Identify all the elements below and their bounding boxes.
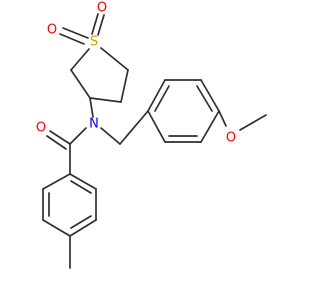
bond-ar3-ar4	[200, 79, 220, 112]
molecule-structure: S O O N O O	[36, 1, 267, 269]
bond-co-a	[49, 130, 71, 145]
bond-ar4-ar5	[200, 110, 220, 143]
atom-o4-label: O	[226, 131, 236, 146]
bond-co-b	[46, 135, 67, 150]
bond-tol1-tol2	[69, 173, 97, 190]
bond-s1-o1-b	[62, 27, 89, 39]
bond-tol1-tol2-inner	[70, 180, 92, 194]
atom-o3-label: O	[36, 121, 46, 136]
atom-s1-label: S	[90, 35, 98, 50]
bond-ar3-ar4-inner	[196, 85, 213, 112]
bond-s1-c2	[100, 47, 129, 71]
bond-c2-c3	[120, 69, 129, 103]
bond-n1-ch2	[100, 127, 121, 145]
bond-s1-o1-a	[59, 33, 85, 45]
bond-ar1-ar2-inner	[154, 85, 170, 112]
bond-c3-c4	[89, 97, 122, 103]
atom-o2-label: O	[97, 1, 107, 16]
atom-n1-label: N	[89, 117, 99, 132]
bond-c5-s1	[70, 48, 90, 71]
atom-o1-label: O	[47, 23, 57, 38]
bond-tol6-tol1	[42, 173, 71, 190]
bond-n1-cco	[69, 127, 87, 145]
bond-ar1-ar2	[147, 79, 166, 112]
bond-o4-me	[239, 114, 267, 131]
bond-ar4-o4	[218, 110, 227, 127]
bond-c4-c5	[70, 69, 91, 99]
bond-s1-o2-a	[97, 14, 105, 36]
bond-tol4-tol5	[42, 219, 71, 237]
bond-ar6-ar1	[147, 110, 166, 143]
bond-c4-n1	[89, 97, 94, 118]
bond-ch2-ar1	[119, 110, 149, 145]
bond-s1-o2-b	[91, 13, 99, 35]
bond-tol3-tol4-inner	[70, 215, 92, 229]
bond-tol3-tol4	[69, 219, 97, 237]
